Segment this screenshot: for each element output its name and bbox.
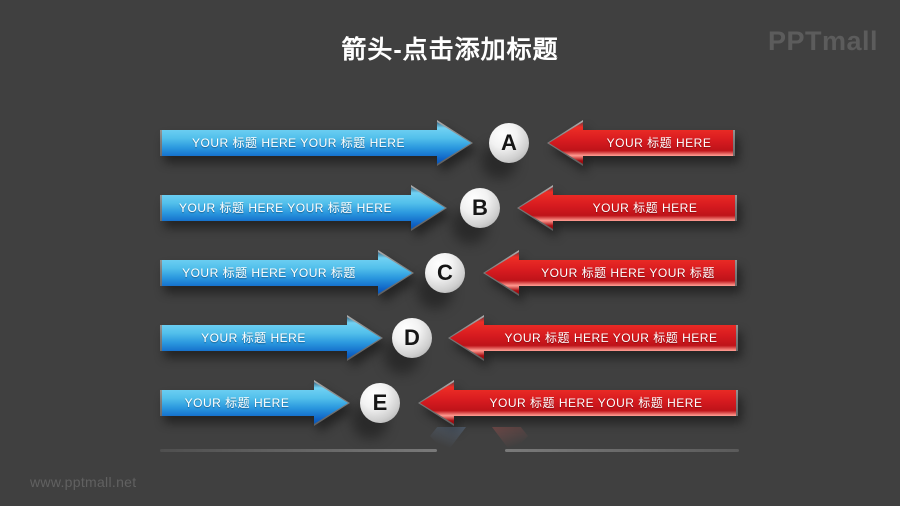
blue-right-arrow: YOUR 标题 HERE YOUR 标题 HERE (160, 185, 447, 231)
arrow-label: YOUR 标题 HERE YOUR 标题 HERE (192, 136, 405, 150)
badge-letter: A (501, 130, 517, 155)
arrow-label: YOUR 标题 HERE YOUR 标题 (182, 266, 356, 280)
page-title: 箭头-点击添加标题 (341, 36, 559, 64)
arrow-label: YOUR 标题 HERE YOUR 标题 HERE (489, 396, 703, 410)
letter-badge: B (460, 188, 500, 228)
arrow-label: YOUR 标题 HERE (201, 331, 306, 345)
arrow-label: YOUR 标题 HERE YOUR 标题 (541, 266, 715, 280)
badge-letter: D (404, 325, 420, 350)
blue-right-arrow: YOUR 标题 HERE YOUR 标题 HERE (160, 120, 473, 166)
red-left-arrow: YOUR 标题 HERE YOUR 标题 (483, 250, 737, 296)
arrow-label: YOUR 标题 HERE YOUR 标题 HERE (504, 331, 718, 345)
red-left-arrow: YOUR 标题 HERE (517, 185, 737, 231)
arrow-label: YOUR 标题 HERE (592, 201, 698, 215)
arrow-row-a: YOUR 标题 HERE YOUR 标题 HERE A YOUR 标题 HERE (0, 120, 900, 166)
blue-right-arrow: YOUR 标题 HERE YOUR 标题 (160, 250, 414, 296)
red-left-arrow: YOUR 标题 HERE (547, 120, 735, 166)
letter-badge: D (392, 318, 432, 358)
letter-badge: A (489, 123, 529, 163)
red-left-arrow: YOUR 标题 HERE YOUR 标题 HERE (418, 380, 738, 426)
arrow-label: YOUR 标题 HERE (606, 136, 712, 150)
arrow-row-e: YOUR 标题 HERE E YOUR 标题 HERE YOUR 标题 HERE (0, 380, 900, 426)
letter-badge: E (360, 383, 400, 423)
badge-letter: C (437, 260, 453, 285)
reflection-line-left (160, 449, 437, 452)
badge-letter: E (372, 390, 388, 415)
arrow-label: YOUR 标题 HERE YOUR 标题 HERE (179, 201, 392, 215)
reflection-line-right (505, 449, 739, 452)
letter-badge: C (425, 253, 465, 293)
arrow-row-d: YOUR 标题 HERE D YOUR 标题 HERE YOUR 标题 HERE (0, 315, 900, 361)
blue-right-arrow: YOUR 标题 HERE (160, 380, 350, 426)
blue-right-arrow: YOUR 标题 HERE (160, 315, 383, 361)
pptmall-logo: PPTmall (767, 26, 878, 56)
arrow-label: YOUR 标题 HERE (184, 396, 290, 410)
arrow-row-c: YOUR 标题 HERE YOUR 标题 C YOUR 标题 HERE YOUR… (0, 250, 900, 296)
arrow-row-b: YOUR 标题 HERE YOUR 标题 HERE B YOUR 标题 HERE (0, 185, 900, 231)
watermark-url: www.pptmall.net (30, 474, 137, 490)
badge-letter: B (472, 195, 488, 220)
red-left-arrow: YOUR 标题 HERE YOUR 标题 HERE (448, 315, 738, 361)
